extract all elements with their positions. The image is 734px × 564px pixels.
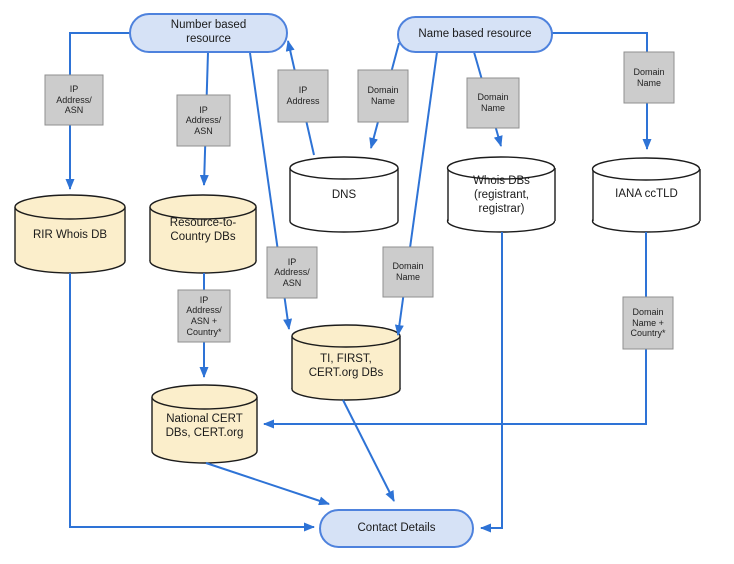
db-rir-whois (14, 194, 126, 274)
edge-label-box-ip-asn-country (177, 289, 231, 343)
edge-label-box-ip-asn-resource (176, 94, 231, 147)
edge-label-box-ip-asn-rir (44, 74, 104, 126)
edge-whois-to-contact (480, 232, 503, 533)
edge-label-box-domain-country (622, 296, 674, 350)
edge-label-box-domain-ti (382, 246, 434, 298)
edge-name-to-iana (552, 32, 652, 150)
edge-rir-to-contact (69, 273, 315, 532)
db-resource-to-country (149, 194, 257, 274)
edge-ti-first-to-contact (342, 399, 395, 502)
node-contact-details (319, 509, 474, 548)
node-number-based-resource (129, 13, 288, 53)
db-dns (289, 156, 399, 233)
edge-number-to-rir (65, 32, 130, 190)
node-name-based-resource (397, 16, 553, 53)
edge-label-box-ip-asn-ti (266, 246, 318, 299)
db-national-cert (151, 384, 258, 464)
edge-label-box-ip-address-dns (277, 69, 329, 123)
edge-label-box-domain-dns (357, 69, 409, 123)
edge-label-box-domain-iana (623, 51, 675, 104)
db-iana-cctld (591, 157, 701, 233)
edge-national-cert-to-contact (205, 462, 330, 506)
edge-label-box-domain-whois (466, 77, 520, 129)
edge-iana-to-national-cert (263, 232, 647, 429)
db-ti-first-cert (291, 324, 401, 401)
db-whois-registrant (446, 156, 556, 233)
